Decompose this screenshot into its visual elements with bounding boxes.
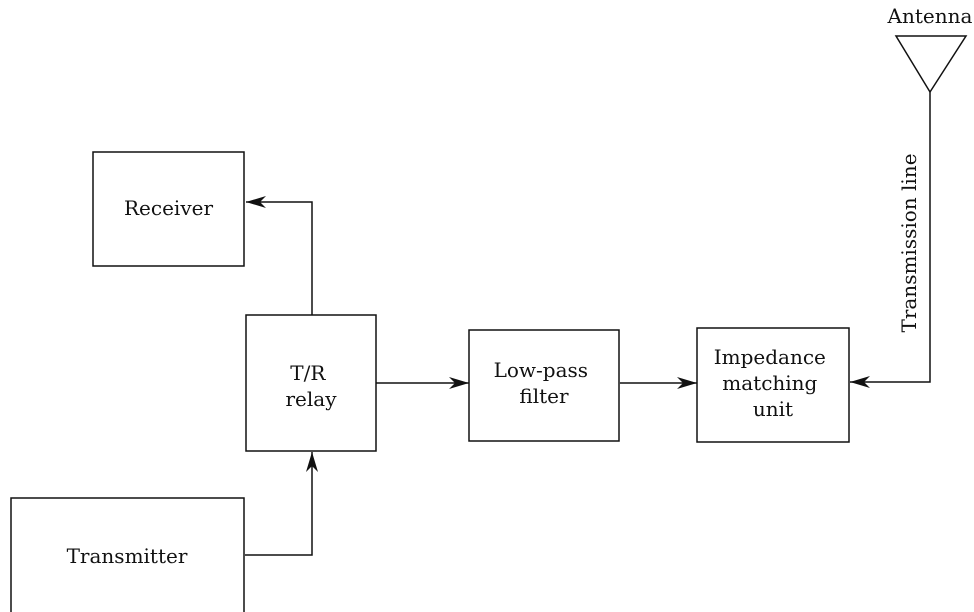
transmitter-label: Transmitter xyxy=(67,544,188,568)
receiver-label: Receiver xyxy=(124,196,213,220)
transmitter-to-relay-line xyxy=(245,452,318,556)
antenna-icon xyxy=(894,35,968,94)
transmitter-block: Transmitter xyxy=(10,497,245,612)
receiver-block: Receiver xyxy=(92,151,245,267)
antenna-label: Antenna xyxy=(887,4,973,28)
tr-relay-label: T/R relay xyxy=(285,361,337,411)
transmission-line-label: Transmission line xyxy=(897,153,921,332)
impedance-matching-unit-block: Impedance matching unit xyxy=(696,327,850,443)
low-pass-filter-label: Low-pass filter xyxy=(494,358,595,408)
antenna: Antenna xyxy=(887,4,973,94)
transmission-line xyxy=(850,92,931,388)
low-pass-filter-block: Low-pass filter xyxy=(468,329,620,442)
tr-relay-block: T/R relay xyxy=(245,314,377,452)
relay-to-receiver-line xyxy=(246,196,313,315)
impedance-matching-unit-label: Impedance matching unit xyxy=(714,345,833,421)
